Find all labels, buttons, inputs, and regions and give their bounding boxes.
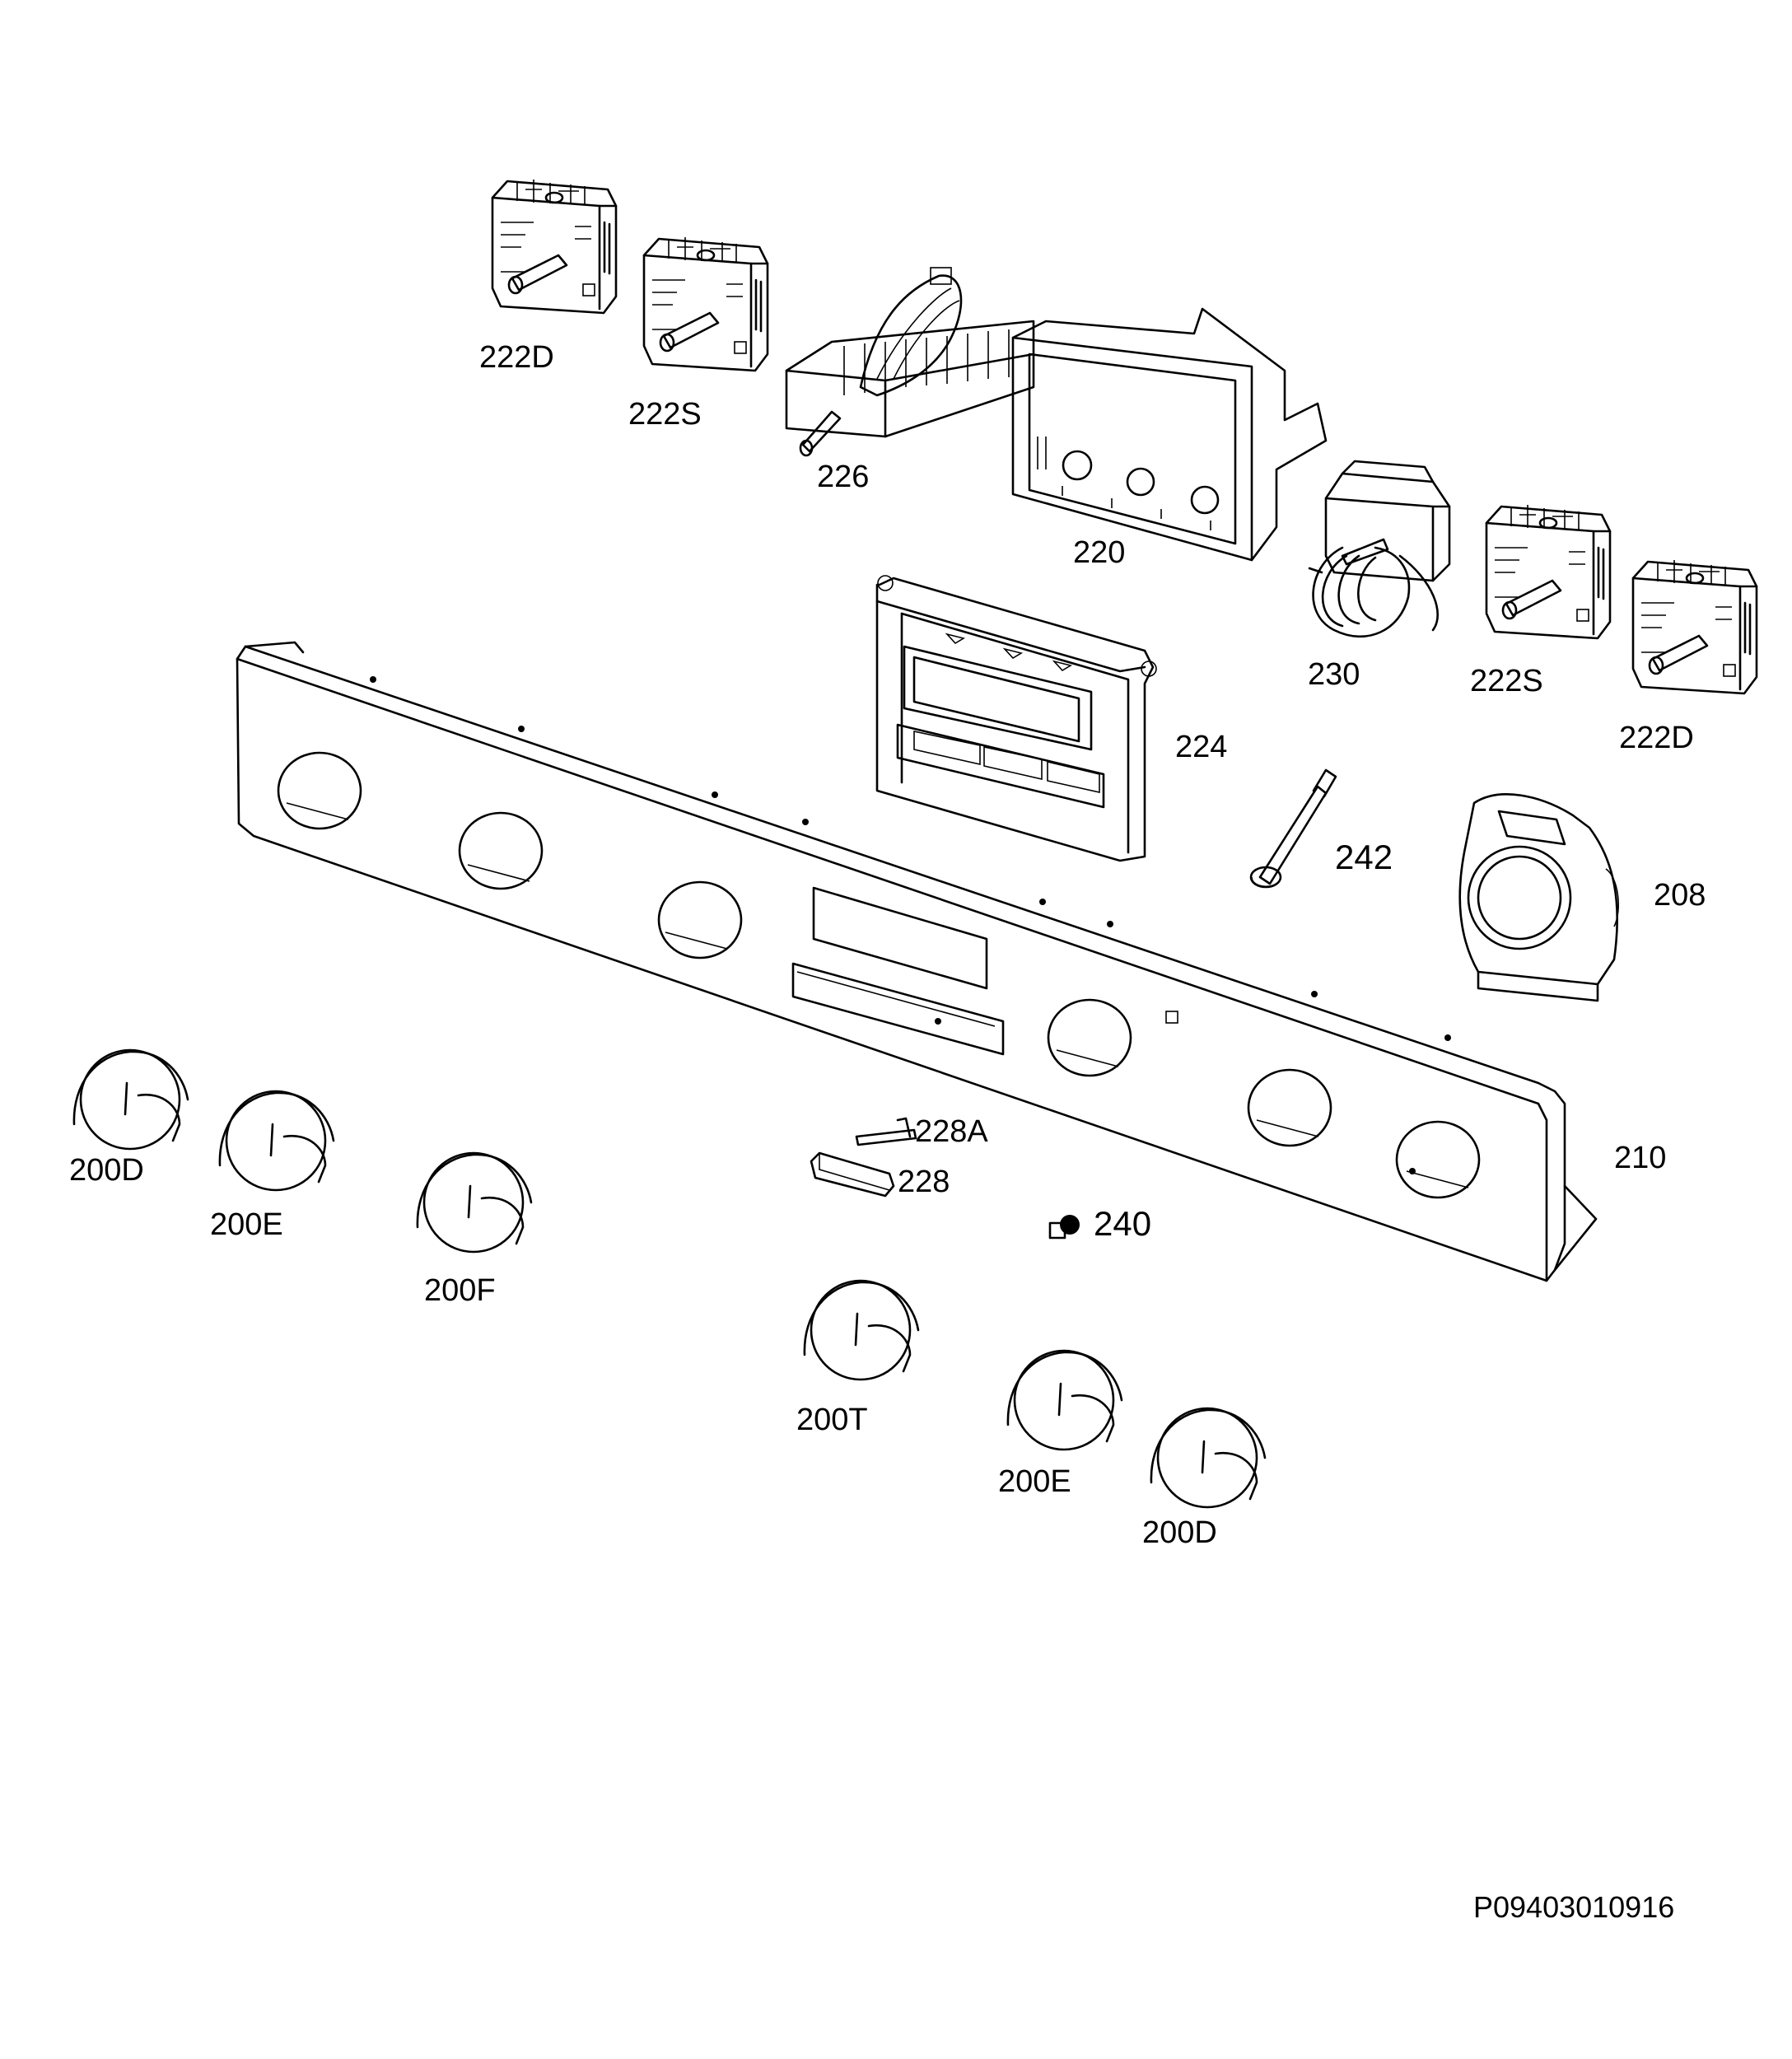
- callout-208: 208: [1654, 878, 1706, 913]
- knob-200D-left: [72, 1048, 189, 1151]
- reference-code: P09403010916: [1473, 1890, 1675, 1924]
- callout-240: 240: [1094, 1204, 1152, 1243]
- knob-200E-right: [1006, 1349, 1123, 1451]
- callout-222S-top: 222S: [628, 397, 702, 432]
- thermostat-230: [1308, 460, 1451, 638]
- regulator-222D-top: [491, 178, 618, 315]
- knob-housing-208: [1458, 793, 1619, 1002]
- callout-220: 220: [1073, 535, 1126, 570]
- regulator-222S-right: [1485, 503, 1612, 640]
- regulator-222S-top: [642, 236, 769, 372]
- button-228: [810, 1151, 895, 1198]
- knob-200D-right: [1150, 1407, 1267, 1509]
- callout-228A: 228A: [915, 1114, 988, 1149]
- display-module-224: [875, 575, 1157, 862]
- control-panel-210: [236, 641, 1598, 1282]
- lamp-holder-228A: [855, 1117, 917, 1146]
- callout-200F: 200F: [424, 1273, 496, 1308]
- callout-200T: 200T: [796, 1403, 868, 1437]
- display-housing-220: [1011, 307, 1328, 562]
- callout-200D-right: 200D: [1142, 1515, 1217, 1550]
- knob-200F: [416, 1151, 533, 1254]
- lamp-240: [1048, 1215, 1080, 1240]
- sensor-242: [1249, 768, 1337, 889]
- callout-210: 210: [1614, 1141, 1667, 1175]
- selector-switch-226: [785, 267, 1035, 457]
- callout-200E-right: 200E: [998, 1464, 1071, 1499]
- callout-222D-top: 222D: [479, 340, 554, 375]
- callout-222S-right: 222S: [1470, 664, 1543, 698]
- knob-200T: [803, 1279, 920, 1381]
- callout-222D-right: 222D: [1619, 721, 1694, 755]
- knob-200E-left: [218, 1090, 335, 1192]
- callout-228: 228: [898, 1165, 950, 1199]
- callout-226: 226: [817, 460, 870, 494]
- callout-200E-left: 200E: [210, 1207, 283, 1242]
- callout-242: 242: [1335, 838, 1393, 876]
- callout-200D-left: 200D: [69, 1153, 144, 1188]
- callout-230: 230: [1308, 657, 1360, 692]
- regulator-222D-right: [1631, 558, 1758, 695]
- callout-224: 224: [1175, 730, 1228, 764]
